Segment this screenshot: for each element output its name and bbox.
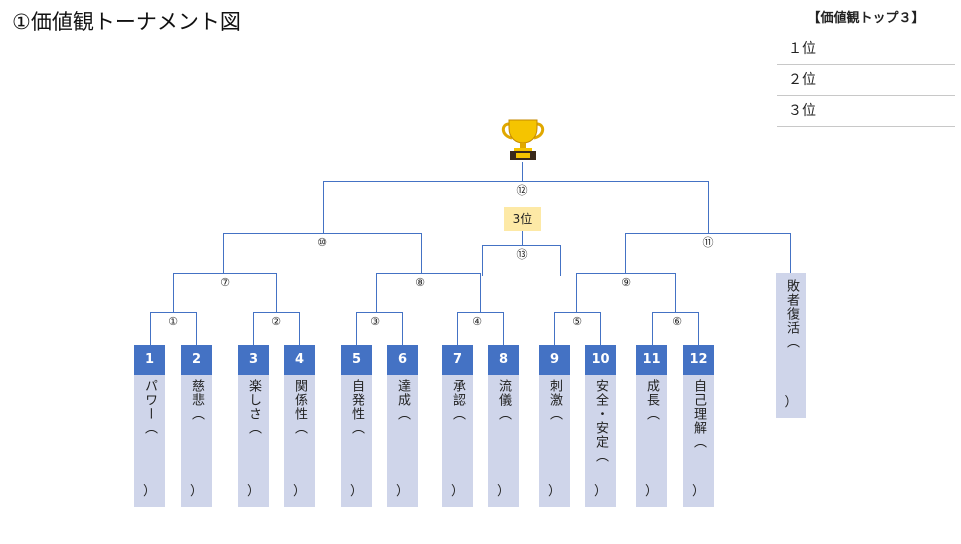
value-label: 達成（	[395, 379, 410, 421]
trophy-icon	[501, 119, 545, 160]
round-label-3: ③	[364, 315, 386, 329]
value-close-paren: ）	[691, 484, 705, 499]
value-label: 刺激（	[547, 379, 562, 421]
value-close-paren: ）	[246, 484, 260, 499]
value-label: 関係性（	[292, 379, 307, 435]
repechage-label: 敗者復活（	[784, 279, 799, 349]
round-label-7: ⑦	[214, 276, 236, 290]
top3-heading: 【価値観トップ３】	[807, 11, 925, 26]
value-label: パワー（	[142, 379, 157, 435]
third-place-box: 3位	[504, 207, 541, 231]
value-label: 慈悲（	[189, 379, 204, 421]
bracket-line-9	[576, 273, 676, 312]
value-label: 成長（	[644, 379, 659, 421]
seed-number: 1	[134, 345, 165, 375]
value-card[interactable]: パワー（ ）	[134, 375, 165, 507]
value-close-paren: ）	[395, 484, 409, 499]
value-close-paren: ）	[189, 484, 203, 499]
value-card[interactable]: 関係性（ ）	[284, 375, 315, 507]
page-title: ①価値観トーナメント図	[12, 10, 241, 34]
value-card[interactable]: 刺激（ ）	[539, 375, 570, 507]
value-close-paren: ）	[142, 484, 156, 499]
value-card[interactable]: 達成（ ）	[387, 375, 418, 507]
round-label-4: ④	[466, 315, 488, 329]
value-card[interactable]: 慈悲（ ）	[181, 375, 212, 507]
repechage-card[interactable]: 敗者復活（ ）	[776, 273, 806, 418]
seed-number: 10	[585, 345, 616, 375]
round-label-6: ⑥	[666, 315, 688, 329]
bracket-line-5	[554, 312, 601, 345]
round-label-13: ⑬	[511, 248, 533, 262]
value-card[interactable]: 自発性（ ）	[341, 375, 372, 507]
bracket-line-10	[223, 233, 422, 273]
round-label-10: ⑩	[311, 236, 333, 250]
value-label: 自己理解（	[691, 379, 706, 449]
value-card[interactable]: 承認（ ）	[442, 375, 473, 507]
bracket-line-12	[323, 181, 709, 233]
value-label: 楽しさ（	[246, 379, 261, 435]
value-label: 承認（	[450, 379, 465, 421]
value-close-paren: ）	[593, 484, 607, 499]
top3-row-1[interactable]: １位	[777, 34, 955, 65]
bracket-line-8	[376, 273, 481, 312]
repechage-close-paren: ）	[784, 395, 798, 410]
seed-number: 6	[387, 345, 418, 375]
bracket-line-11	[625, 233, 791, 273]
bracket-line-13	[482, 245, 561, 276]
bracket-line-1	[150, 312, 197, 345]
round-label-9: ⑨	[615, 276, 637, 290]
round-label-11: ⑪	[697, 236, 719, 250]
top3-row-3[interactable]: ３位	[777, 96, 955, 127]
value-label: 安全・安定（	[593, 379, 608, 463]
round-label-1: ①	[162, 315, 184, 329]
seed-number: 3	[238, 345, 269, 375]
bracket-line-4	[457, 312, 504, 345]
value-card[interactable]: 自己理解（ ）	[683, 375, 714, 507]
round-label-12: ⑫	[511, 184, 533, 198]
bracket-line-2	[253, 312, 300, 345]
seed-number: 11	[636, 345, 667, 375]
value-close-paren: ）	[496, 484, 510, 499]
value-card[interactable]: 流儀（ ）	[488, 375, 519, 507]
seed-number: 8	[488, 345, 519, 375]
value-card[interactable]: 楽しさ（ ）	[238, 375, 269, 507]
value-close-paren: ）	[292, 484, 306, 499]
seed-number: 4	[284, 345, 315, 375]
seed-number: 12	[683, 345, 714, 375]
value-card[interactable]: 安全・安定（ ）	[585, 375, 616, 507]
top3-row-2[interactable]: ２位	[777, 65, 955, 96]
round-label-8: ⑧	[409, 276, 431, 290]
seed-number: 2	[181, 345, 212, 375]
value-label: 自発性（	[349, 379, 364, 435]
bracket-line-6	[652, 312, 699, 345]
bracket-line-3	[356, 312, 403, 345]
value-close-paren: ）	[547, 484, 561, 499]
round-label-5: ⑤	[566, 315, 588, 329]
value-label: 流儀（	[496, 379, 511, 421]
bracket-line-7	[173, 273, 277, 312]
seed-number: 5	[341, 345, 372, 375]
value-card[interactable]: 成長（ ）	[636, 375, 667, 507]
round-label-2: ②	[265, 315, 287, 329]
value-close-paren: ）	[349, 484, 363, 499]
value-close-paren: ）	[644, 484, 658, 499]
seed-number: 7	[442, 345, 473, 375]
value-close-paren: ）	[450, 484, 464, 499]
seed-number: 9	[539, 345, 570, 375]
